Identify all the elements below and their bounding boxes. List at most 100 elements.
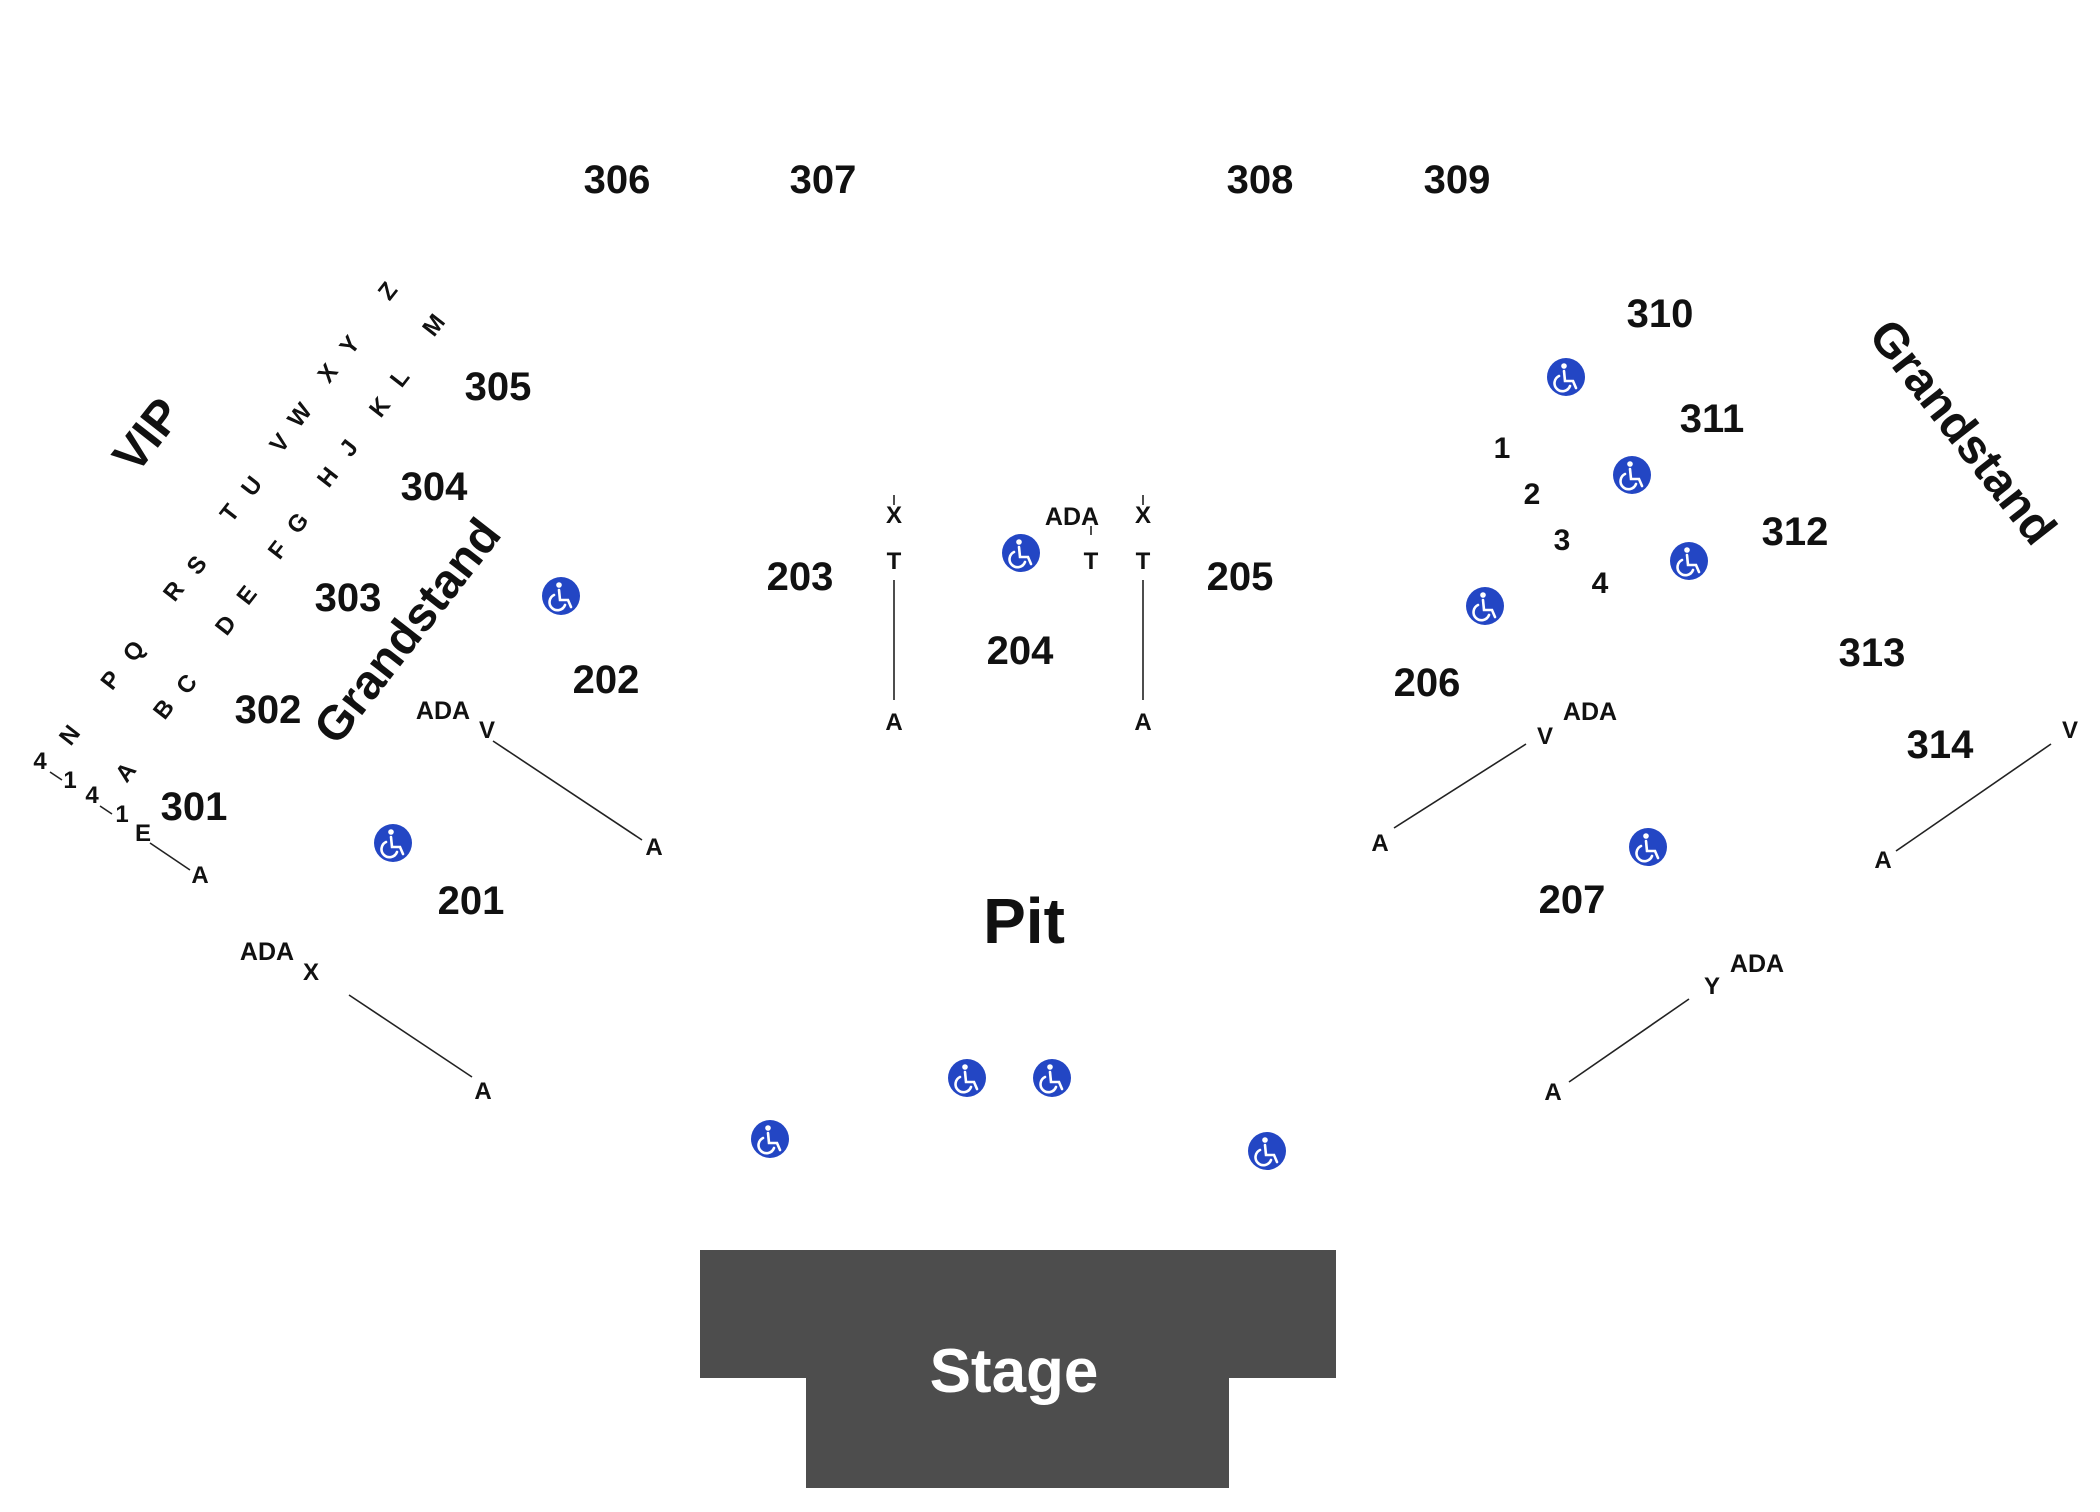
row-letter: K (364, 392, 396, 423)
section-310[interactable]: 310 (1627, 292, 1694, 336)
row-letter: N (54, 720, 86, 750)
section-309[interactable]: 309 (1424, 158, 1491, 202)
row-endpoints: X A V A X T A T X T A V A Y A V A (303, 502, 2078, 1106)
row-letter: 1 (63, 767, 76, 794)
row-letter: A (191, 862, 208, 889)
section-304[interactable]: 304 (401, 465, 468, 509)
row-letter: A (885, 709, 902, 736)
row-letter: W (282, 398, 317, 433)
row-letter: T (1136, 548, 1151, 575)
ada-label[interactable]: ADA (240, 938, 294, 966)
stage-label: Stage (930, 1337, 1099, 1406)
row-letter: A (1544, 1079, 1561, 1106)
section-202[interactable]: 202 (573, 658, 640, 702)
section-207[interactable]: 207 (1539, 878, 1606, 922)
row-letter: 4 (33, 748, 47, 775)
row-letter: A (1874, 847, 1891, 874)
row-letter: V (479, 717, 495, 744)
row-letter: C (171, 669, 203, 699)
section-204[interactable]: 204 (987, 629, 1054, 673)
wheelchair-accessible-icon[interactable] (374, 824, 412, 862)
section-312[interactable]: 312 (1762, 510, 1829, 554)
row-letter: X (886, 502, 902, 529)
accessible-seating-icons (374, 358, 1708, 1170)
row-letter: Y (1704, 973, 1720, 1000)
row-letter: B (148, 694, 180, 724)
section-301[interactable]: 301 (161, 785, 228, 829)
row-letter: Z (373, 277, 403, 305)
row-lines (49, 495, 2052, 1083)
section-303[interactable]: 303 (315, 576, 382, 620)
section-313[interactable]: 313 (1839, 631, 1906, 675)
row-letter: P (96, 666, 127, 695)
section-308[interactable]: 308 (1227, 158, 1294, 202)
pit-label[interactable]: Pit (983, 885, 1065, 957)
row-letter: A (474, 1078, 491, 1105)
row-letter: X (313, 359, 344, 388)
section-206[interactable]: 206 (1394, 661, 1461, 705)
wheelchair-accessible-icon[interactable] (948, 1059, 986, 1097)
wheelchair-accessible-icon[interactable] (542, 577, 580, 615)
row-letter: A (1134, 709, 1151, 736)
row-letter: V (265, 429, 296, 458)
row-letter: T (215, 499, 246, 527)
row-letter: E (232, 581, 263, 610)
section-305[interactable]: 305 (465, 365, 532, 409)
section-314[interactable]: 314 (1907, 723, 1974, 767)
ada-label[interactable]: ADA (1045, 503, 1099, 531)
row-label: 1 (1494, 432, 1511, 465)
row-letter: G (282, 508, 315, 539)
row-letter: V (2062, 717, 2078, 744)
section-302[interactable]: 302 (235, 688, 302, 732)
wheelchair-accessible-icon[interactable] (1613, 456, 1651, 494)
wheelchair-accessible-icon[interactable] (1547, 358, 1585, 396)
wheelchair-accessible-icon[interactable] (1466, 587, 1504, 625)
row-letter: D (210, 610, 242, 640)
wheelchair-accessible-icon[interactable] (1248, 1132, 1286, 1170)
section-306[interactable]: 306 (584, 158, 651, 202)
wheelchair-accessible-icon[interactable] (1033, 1059, 1071, 1097)
wheelchair-accessible-icon[interactable] (1629, 828, 1667, 866)
section-205[interactable]: 205 (1207, 555, 1274, 599)
row-letter: E (135, 820, 151, 847)
row-label: 2 (1524, 478, 1541, 511)
row-letter: 4 (85, 782, 99, 809)
row-letter: S (182, 551, 213, 580)
wheelchair-accessible-icon[interactable] (1670, 542, 1708, 580)
ada-label[interactable]: ADA (1730, 950, 1784, 978)
row-letter: H (312, 462, 344, 492)
row-letter: 1 (115, 801, 128, 828)
section-203[interactable]: 203 (767, 555, 834, 599)
row-letter: F (263, 536, 293, 564)
section-labels: 306 307 308 309 305 304 303 302 301 202 … (161, 158, 1974, 923)
row-letter: Q (118, 636, 151, 667)
section-201[interactable]: 201 (438, 879, 505, 923)
wheelchair-accessible-icon[interactable] (751, 1120, 789, 1158)
row-letter: M (417, 309, 451, 341)
row-letter: V (1537, 723, 1553, 750)
row-letter: A (1371, 830, 1388, 857)
vip-row-letters: 4 1 4 1 E A N A P Q B C R S D E T U F G … (33, 277, 451, 889)
ada-label[interactable]: ADA (1563, 698, 1617, 726)
ada-labels: ADA ADA ADA ADA ADA (240, 503, 1784, 978)
section-307[interactable]: 307 (790, 158, 857, 202)
ada-label[interactable]: ADA (416, 697, 470, 725)
row-letter: T (1084, 548, 1099, 575)
row-letter: J (334, 435, 364, 462)
section-311[interactable]: 311 (1680, 397, 1745, 441)
row-letter: R (158, 576, 190, 606)
row-letter: A (110, 757, 142, 787)
row-label: 3 (1554, 524, 1571, 557)
stage[interactable] (700, 1250, 1336, 1488)
grandstand-right-label[interactable]: Grandstand (1858, 310, 2066, 555)
row-letter: A (645, 834, 662, 861)
row-letter: X (303, 959, 319, 986)
row-letter: Y (335, 331, 366, 360)
vip-zone-label[interactable]: VIP (103, 389, 192, 483)
row-letter: U (236, 471, 268, 501)
row-letter: T (887, 548, 902, 575)
numbered-rows: 1 2 3 4 (1494, 432, 1609, 600)
row-label: 4 (1592, 567, 1609, 600)
wheelchair-accessible-icon[interactable] (1002, 534, 1040, 572)
